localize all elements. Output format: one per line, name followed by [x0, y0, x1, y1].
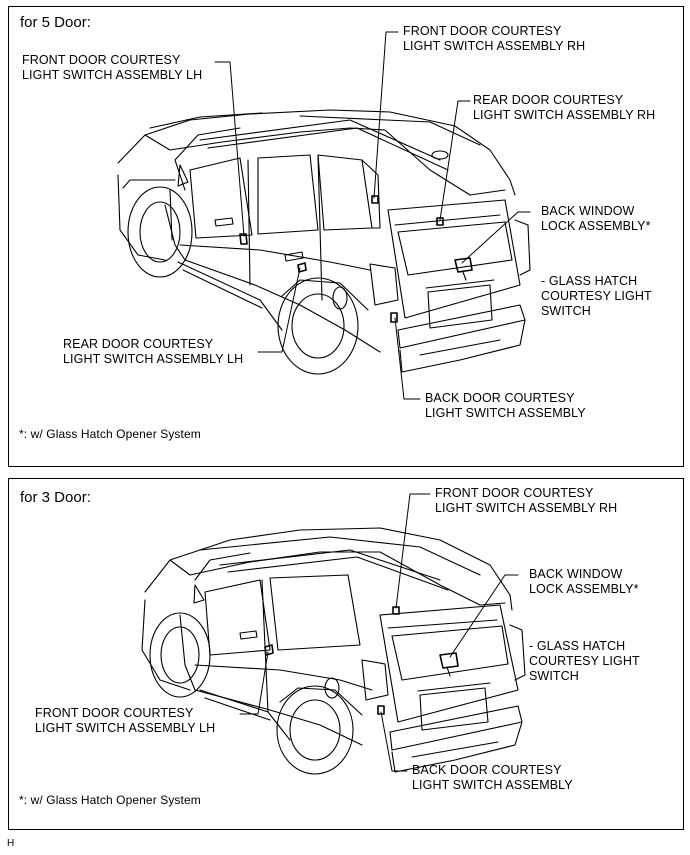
three-door-leader-lines: [239, 493, 519, 772]
three-door-panel: [8, 478, 684, 830]
five-door-leader-lines: [214, 31, 531, 400]
footnote-3door: *: w/ Glass Hatch Opener System: [19, 793, 201, 807]
three-door-suv-illustration: [141, 527, 526, 775]
five-door-panel: [8, 6, 684, 467]
five-door-suv-illustration: [117, 109, 531, 375]
figure-id: H: [7, 838, 15, 849]
five-door-title: for 5 Door:: [20, 14, 91, 31]
footnote-5door: *: w/ Glass Hatch Opener System: [19, 427, 201, 441]
three-door-title: for 3 Door:: [20, 489, 91, 506]
